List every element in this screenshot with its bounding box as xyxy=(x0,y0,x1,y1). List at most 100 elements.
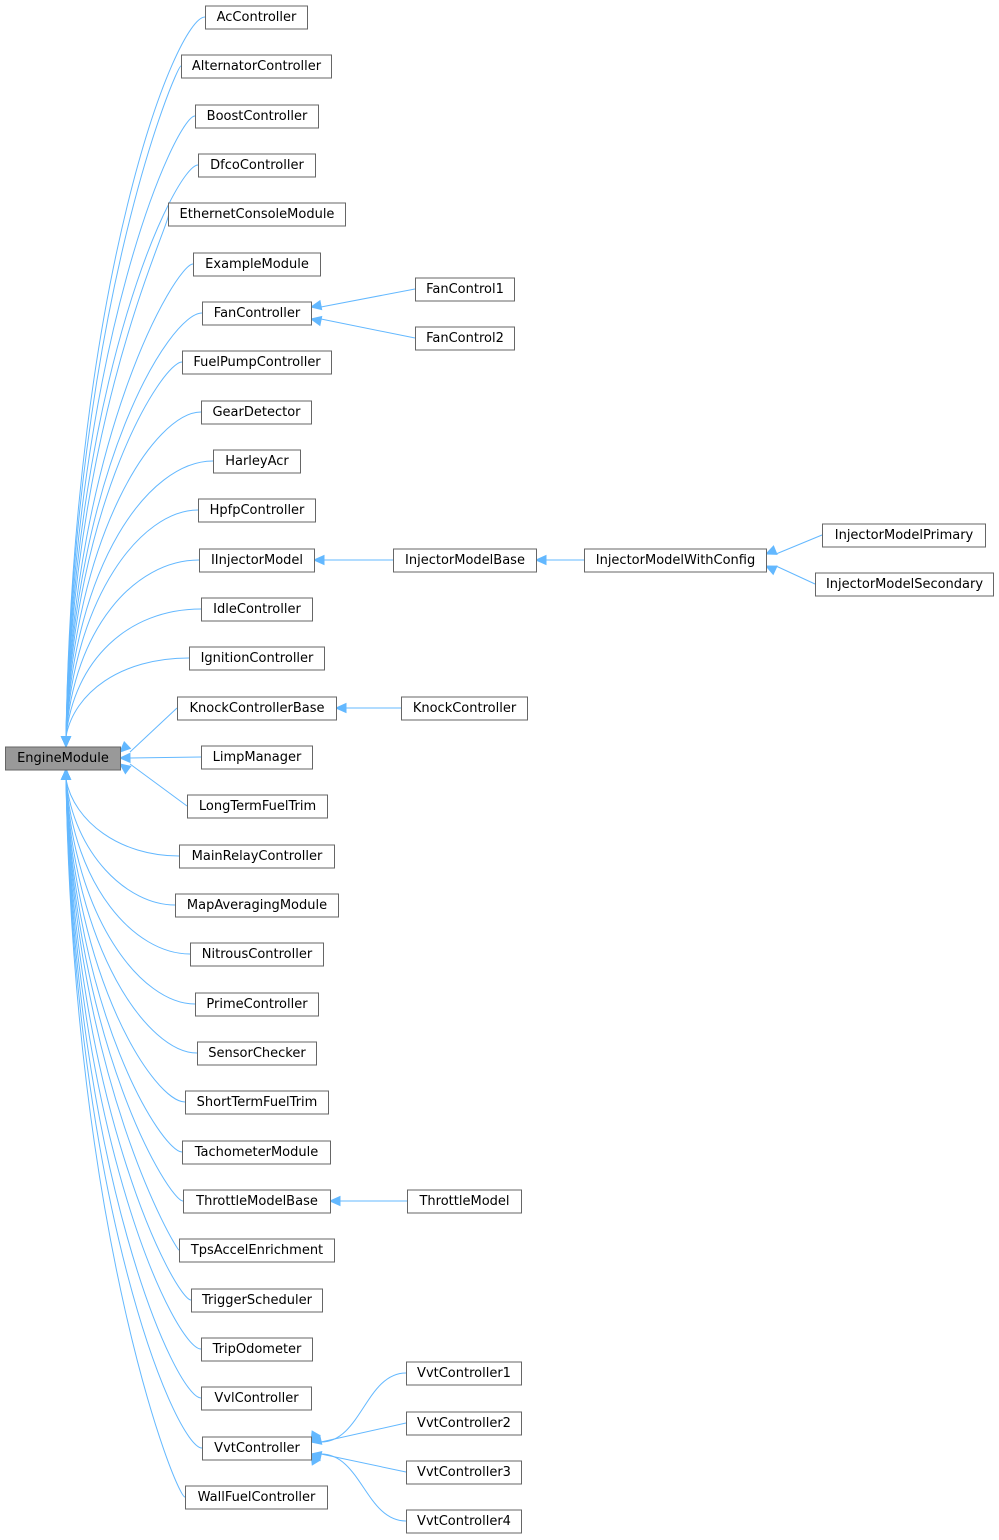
edge-line xyxy=(129,756,202,759)
edge-injector-model-with-config xyxy=(534,554,584,566)
class-label: LongTermFuelTrim xyxy=(199,799,316,814)
class-box xyxy=(195,104,319,129)
class-node-boost-controller[interactable]: BoostController xyxy=(195,104,319,129)
class-box xyxy=(187,794,328,819)
arrowhead xyxy=(118,752,131,764)
edge-line xyxy=(65,779,186,1498)
class-node-dfco-controller[interactable]: DfcoController xyxy=(198,153,316,178)
arrowhead xyxy=(309,299,323,311)
class-node-injector-model-with-config[interactable]: InjectorModelWithConfig xyxy=(584,548,767,573)
edge-injector-model-primary xyxy=(764,534,823,555)
class-node-sensor-checker[interactable]: SensorChecker xyxy=(197,1041,317,1066)
edge-long-term-fuel-trim xyxy=(119,763,188,807)
class-node-fan-control1[interactable]: FanControl1 xyxy=(415,277,515,302)
class-node-tachometer-module[interactable]: TachometerModule xyxy=(182,1140,331,1165)
class-label: VvtController1 xyxy=(417,1366,511,1381)
class-label: IInjectorModel xyxy=(211,553,303,568)
edge-throttle-model xyxy=(328,1195,407,1207)
edge-fuel-pump-controller xyxy=(60,361,183,748)
class-label: KnockController xyxy=(413,701,517,716)
class-node-fan-control2[interactable]: FanControl2 xyxy=(415,326,515,351)
edge-fan-controller xyxy=(60,312,203,748)
edge-line xyxy=(65,115,196,737)
class-node-alternator-controller[interactable]: AlternatorController xyxy=(181,54,332,79)
class-node-wall-fuel-controller[interactable]: WallFuelController xyxy=(185,1485,328,1510)
edge-idle-controller xyxy=(60,608,202,748)
class-label: AlternatorController xyxy=(192,59,322,74)
class-box xyxy=(406,1509,522,1534)
class-node-injector-model-base[interactable]: InjectorModelBase xyxy=(393,548,537,573)
edge-line xyxy=(65,779,196,1005)
class-label: MapAveragingModule xyxy=(187,898,327,913)
class-label: TripOdometer xyxy=(212,1342,302,1357)
class-box xyxy=(198,498,316,523)
class-box xyxy=(822,523,986,548)
class-node-tps-accel-enrichment[interactable]: TpsAccelEnrichment xyxy=(179,1238,335,1263)
edge-line xyxy=(65,779,202,1350)
edge-tachometer-module xyxy=(60,768,183,1153)
edge-line xyxy=(320,1372,407,1443)
class-label: VvtController2 xyxy=(417,1416,511,1431)
class-node-ignition-controller[interactable]: IgnitionController xyxy=(189,646,325,671)
class-node-ac-controller[interactable]: AcController xyxy=(205,5,308,30)
edge-line xyxy=(775,534,823,555)
class-node-long-term-fuel-trim[interactable]: LongTermFuelTrim xyxy=(187,794,328,819)
edge-line xyxy=(65,361,183,737)
class-node-main-relay-controller[interactable]: MainRelayController xyxy=(179,844,335,869)
class-box xyxy=(185,1485,328,1510)
class-node-vvt-controller1[interactable]: VvtController1 xyxy=(406,1361,522,1386)
class-box xyxy=(815,572,994,597)
class-node-vvt-controller[interactable]: VvtController xyxy=(202,1436,312,1461)
class-node-throttle-model-base[interactable]: ThrottleModelBase xyxy=(183,1189,331,1214)
class-label: ThrottleModelBase xyxy=(195,1194,318,1209)
root-class-node[interactable]: EngineModule xyxy=(5,746,121,771)
edge-line xyxy=(65,779,184,1202)
edge-line xyxy=(65,608,202,737)
class-label: InjectorModelWithConfig xyxy=(596,553,756,568)
class-box xyxy=(175,893,339,918)
arrowhead xyxy=(119,740,132,753)
class-node-idle-controller[interactable]: IdleController xyxy=(201,597,313,622)
class-box xyxy=(193,252,321,277)
class-box xyxy=(415,277,515,302)
class-label: VvlController xyxy=(214,1391,299,1406)
class-node-hpfp-controller[interactable]: HpfpController xyxy=(198,498,316,523)
class-node-ethernet-console-module[interactable]: EthernetConsoleModule xyxy=(168,202,346,227)
class-node-throttle-model[interactable]: ThrottleModel xyxy=(407,1189,522,1214)
class-node-example-module[interactable]: ExampleModule xyxy=(193,252,321,277)
class-label: WallFuelController xyxy=(198,1490,316,1505)
class-node-knock-controller[interactable]: KnockController xyxy=(401,696,528,721)
class-node-vvl-controller[interactable]: VvlController xyxy=(201,1386,312,1411)
class-box xyxy=(202,1436,312,1461)
class-node-vvt-controller3[interactable]: VvtController3 xyxy=(406,1460,522,1485)
arrowhead xyxy=(312,554,325,566)
class-node-short-term-fuel-trim[interactable]: ShortTermFuelTrim xyxy=(185,1090,329,1115)
edge-line xyxy=(65,779,202,1399)
class-node-trigger-scheduler[interactable]: TriggerScheduler xyxy=(191,1288,323,1313)
class-node-nitrous-controller[interactable]: NitrousController xyxy=(190,942,324,967)
class-node-injector-model-secondary[interactable]: InjectorModelSecondary xyxy=(815,572,994,597)
class-node-knock-controller-base[interactable]: KnockControllerBase xyxy=(177,696,337,721)
class-box xyxy=(407,1189,522,1214)
class-node-i-injector-model[interactable]: IInjectorModel xyxy=(199,548,315,573)
class-node-fan-controller[interactable]: FanController xyxy=(202,301,312,326)
class-box xyxy=(191,1288,323,1313)
class-node-limp-manager[interactable]: LimpManager xyxy=(201,745,313,770)
class-label: BoostController xyxy=(207,109,308,124)
class-label: VvtController3 xyxy=(417,1465,511,1480)
class-node-vvt-controller4[interactable]: VvtController4 xyxy=(406,1509,522,1534)
class-node-prime-controller[interactable]: PrimeController xyxy=(195,992,319,1017)
class-box xyxy=(5,746,121,771)
class-box xyxy=(179,844,335,869)
class-node-gear-detector[interactable]: GearDetector xyxy=(201,400,312,425)
class-node-vvt-controller2[interactable]: VvtController2 xyxy=(406,1411,522,1436)
class-label: TpsAccelEnrichment xyxy=(190,1243,323,1258)
class-box xyxy=(182,350,332,375)
class-node-trip-odometer[interactable]: TripOdometer xyxy=(201,1337,313,1362)
class-node-fuel-pump-controller[interactable]: FuelPumpController xyxy=(182,350,332,375)
class-node-harley-acr[interactable]: HarleyAcr xyxy=(213,449,301,474)
edge-line xyxy=(65,16,206,737)
class-node-injector-model-primary[interactable]: InjectorModelPrimary xyxy=(822,523,986,548)
class-box xyxy=(198,153,316,178)
class-node-map-averaging-module[interactable]: MapAveragingModule xyxy=(175,893,339,918)
